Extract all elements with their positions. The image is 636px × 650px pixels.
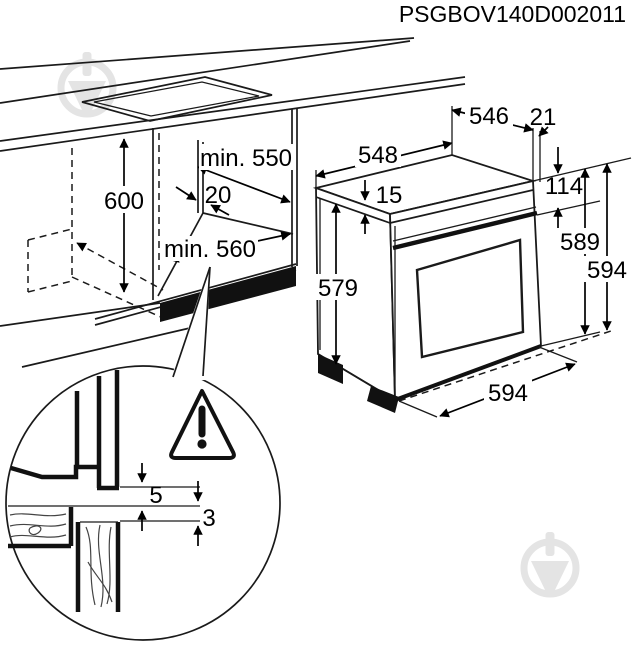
dim-height-body: 589: [560, 229, 600, 256]
oven-dimensions: 548 546 21 15 114 589 594 579: [315, 102, 632, 418]
dim-body-depth: 546: [469, 103, 509, 130]
dim-height-total: 594: [587, 257, 627, 284]
dim-top-panel: 15: [376, 182, 403, 209]
dim-top-clearance: 5: [149, 482, 162, 509]
dim-side-height: 579: [318, 275, 358, 302]
countertop-lines: [0, 37, 466, 368]
detail-circle: 5 3: [5, 264, 281, 641]
detail-dimensions: 5 3: [137, 463, 216, 546]
hob-cutout: [81, 76, 273, 122]
dim-niche-depth: min. 550: [200, 145, 292, 172]
control-panel-band: [392, 210, 538, 251]
dim-worktop-clearance: 3: [202, 505, 215, 532]
dim-rear-gap: 20: [205, 182, 232, 209]
oven-front-face: [389, 179, 542, 402]
oven-foot: [318, 354, 343, 384]
dim-niche-height: 600: [104, 188, 144, 215]
dim-body-width: 548: [358, 142, 398, 169]
oven-door-window: [415, 238, 525, 359]
section-gap-lines: [8, 486, 200, 523]
plinth-strip: [160, 266, 296, 322]
cabinet-dimensions: 600 min. 550 20 min. 560: [101, 138, 293, 293]
section-panels: [8, 370, 121, 612]
wood-grain: [9, 513, 113, 608]
oven-foot: [367, 386, 399, 413]
dim-niche-width: min. 560: [164, 236, 256, 263]
oven: [312, 154, 542, 413]
dim-front-width: 594: [488, 380, 528, 407]
dim-control-panel: 114: [545, 173, 583, 200]
drawing-code: PSGBOV140D002011: [399, 1, 626, 27]
warning-triangle-icon: [169, 389, 236, 460]
dim-door-overhang: 21: [530, 104, 557, 131]
